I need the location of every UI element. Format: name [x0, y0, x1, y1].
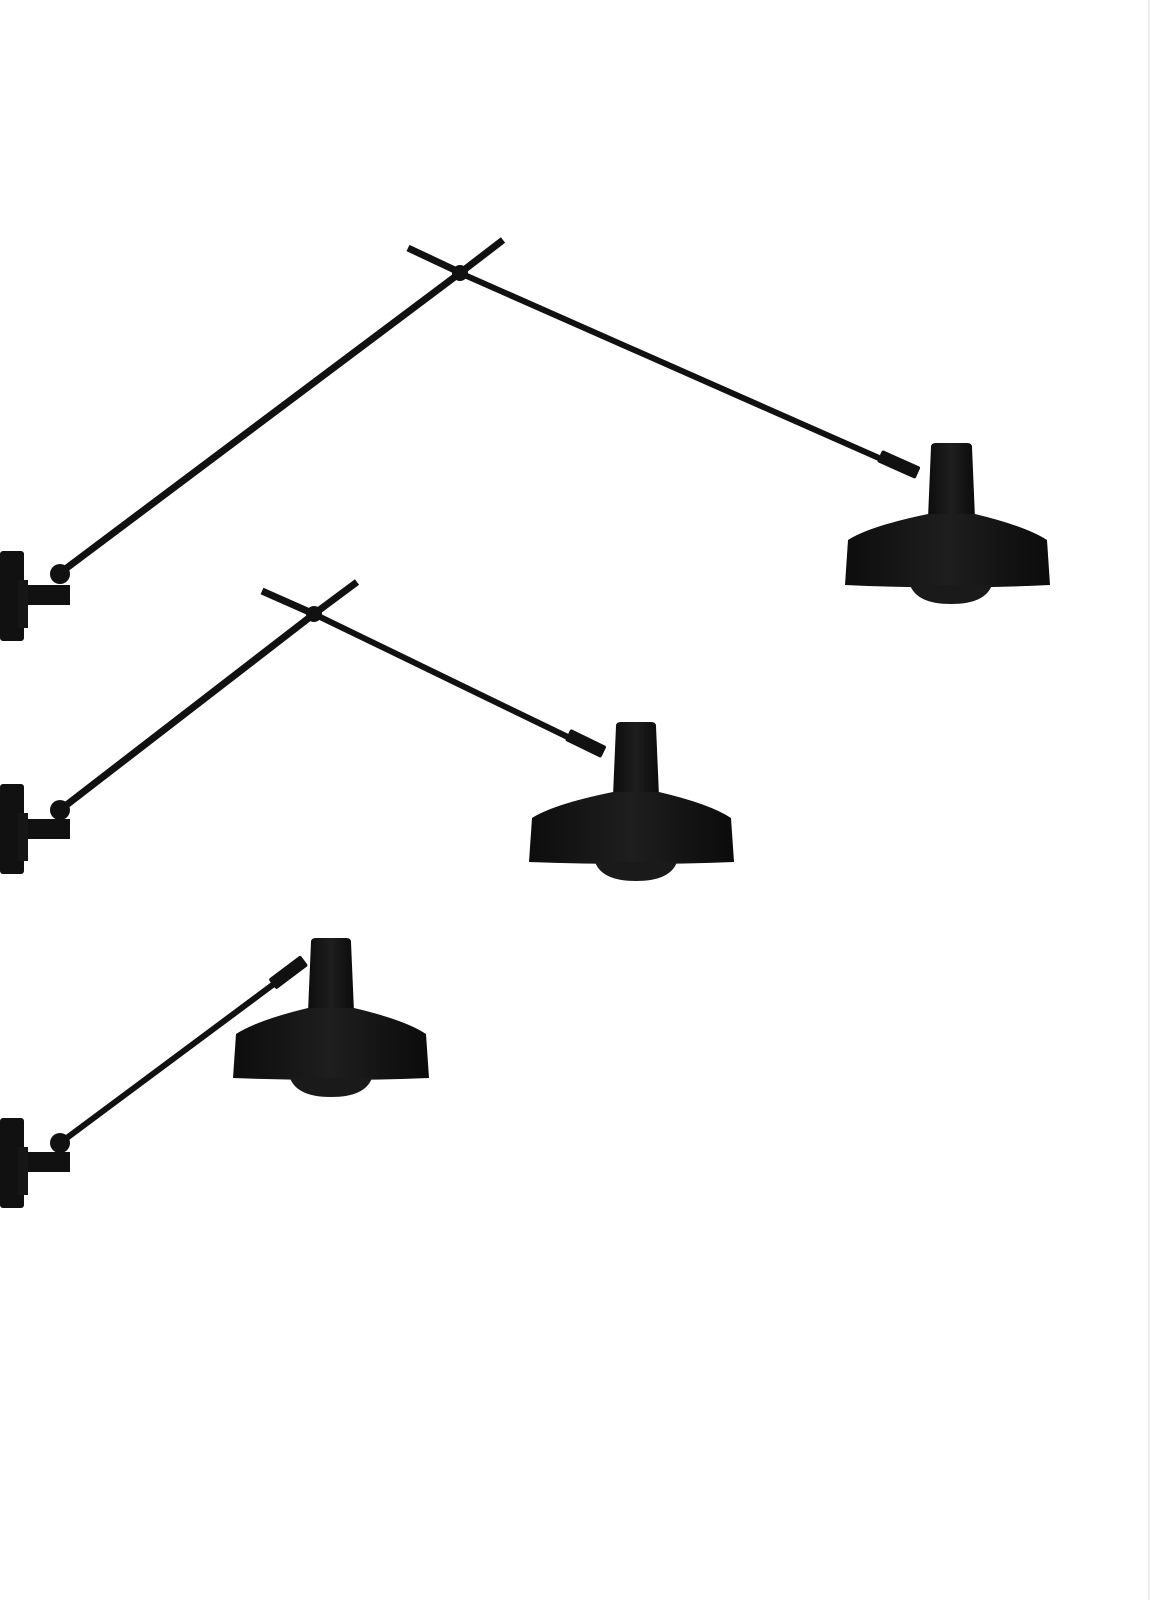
- wall-mount: [0, 1118, 70, 1208]
- wall-lamp-short-arm: [0, 938, 429, 1208]
- lamp-arm: [50, 579, 606, 820]
- lamp-shade: [233, 938, 429, 1097]
- lamp-arm: [50, 955, 308, 1153]
- wall-mount: [0, 784, 70, 874]
- lamp-shade: [845, 443, 1050, 604]
- wall-mount: [0, 551, 70, 641]
- wall-lamp-long-arm: [0, 237, 1050, 641]
- lamp-shade: [529, 722, 734, 881]
- wall-lamp-medium-arm: [0, 579, 734, 881]
- lamp-arm: [50, 237, 920, 584]
- image-border: [1148, 0, 1150, 1600]
